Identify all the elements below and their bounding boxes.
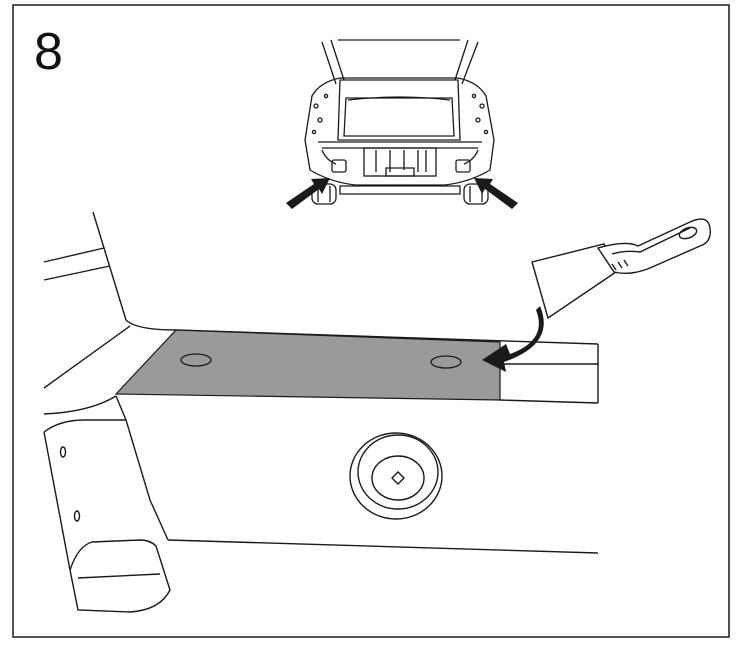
pointer-arrow-left-icon xyxy=(286,178,330,209)
car-rear-view-icon xyxy=(304,39,495,205)
step-number: 8 xyxy=(34,23,63,81)
frame-border xyxy=(12,4,730,638)
hole-right xyxy=(430,355,462,369)
rear-panel-closeup-icon xyxy=(43,211,599,613)
pointer-arrow-right-icon xyxy=(474,178,518,209)
curved-arrow-icon xyxy=(482,306,544,372)
putty-knife-scraper-icon xyxy=(531,218,711,320)
shaded-area xyxy=(114,329,501,401)
hole-left xyxy=(180,353,212,367)
